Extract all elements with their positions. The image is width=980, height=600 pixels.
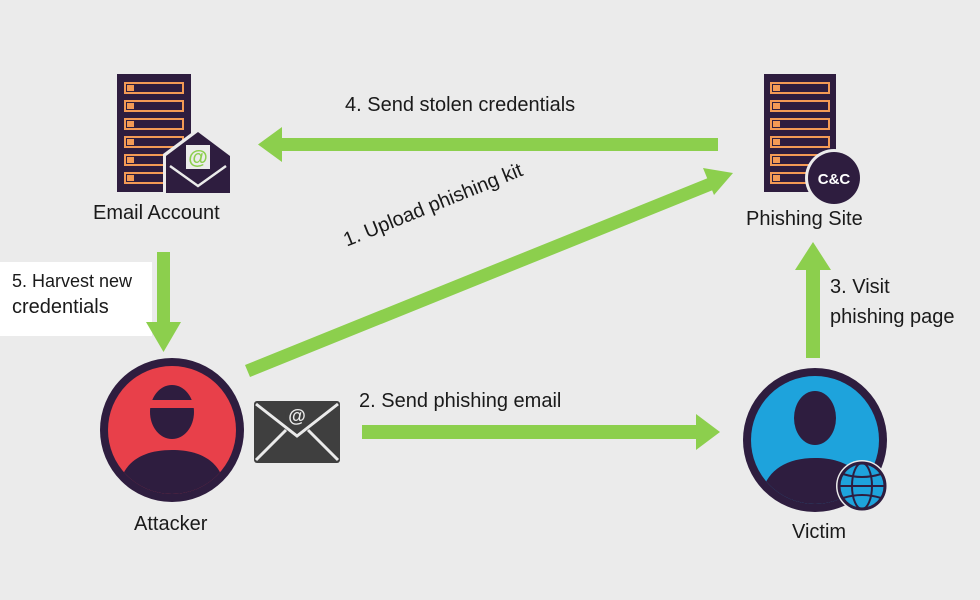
user-avatar-icon xyxy=(743,368,888,512)
cc-server-icon: C&C xyxy=(764,74,863,207)
phishing-site-label: Phishing Site xyxy=(746,208,863,230)
svg-text:@: @ xyxy=(188,147,208,169)
envelope-icon: @ xyxy=(254,401,340,463)
email-server-icon: @ xyxy=(117,74,233,196)
svg-text:@: @ xyxy=(288,406,306,426)
hacker-avatar-icon xyxy=(100,358,244,502)
step-3-label-line2: phishing page xyxy=(830,306,955,328)
arrow-harvest-credentials xyxy=(146,252,181,352)
arrow-upload-kit xyxy=(245,168,733,377)
step-5-label-line1: 5. Harvest new xyxy=(12,271,133,291)
arrow-send-credentials xyxy=(258,127,718,162)
email-account-label: Email Account xyxy=(93,202,220,224)
attacker-label: Attacker xyxy=(134,513,208,535)
step-4-label: 4. Send stolen credentials xyxy=(345,94,576,116)
arrow-send-phishing-email xyxy=(362,414,720,450)
step-3-label-line1: 3. Visit xyxy=(830,276,890,298)
victim-label: Victim xyxy=(792,521,847,543)
step-2-label: 2. Send phishing email xyxy=(359,390,562,412)
cc-badge-label: C&C xyxy=(818,171,851,188)
arrow-visit-phishing-page xyxy=(795,242,831,358)
step-5-label-line2: credentials xyxy=(12,296,109,318)
harvest-label-background xyxy=(0,262,152,336)
